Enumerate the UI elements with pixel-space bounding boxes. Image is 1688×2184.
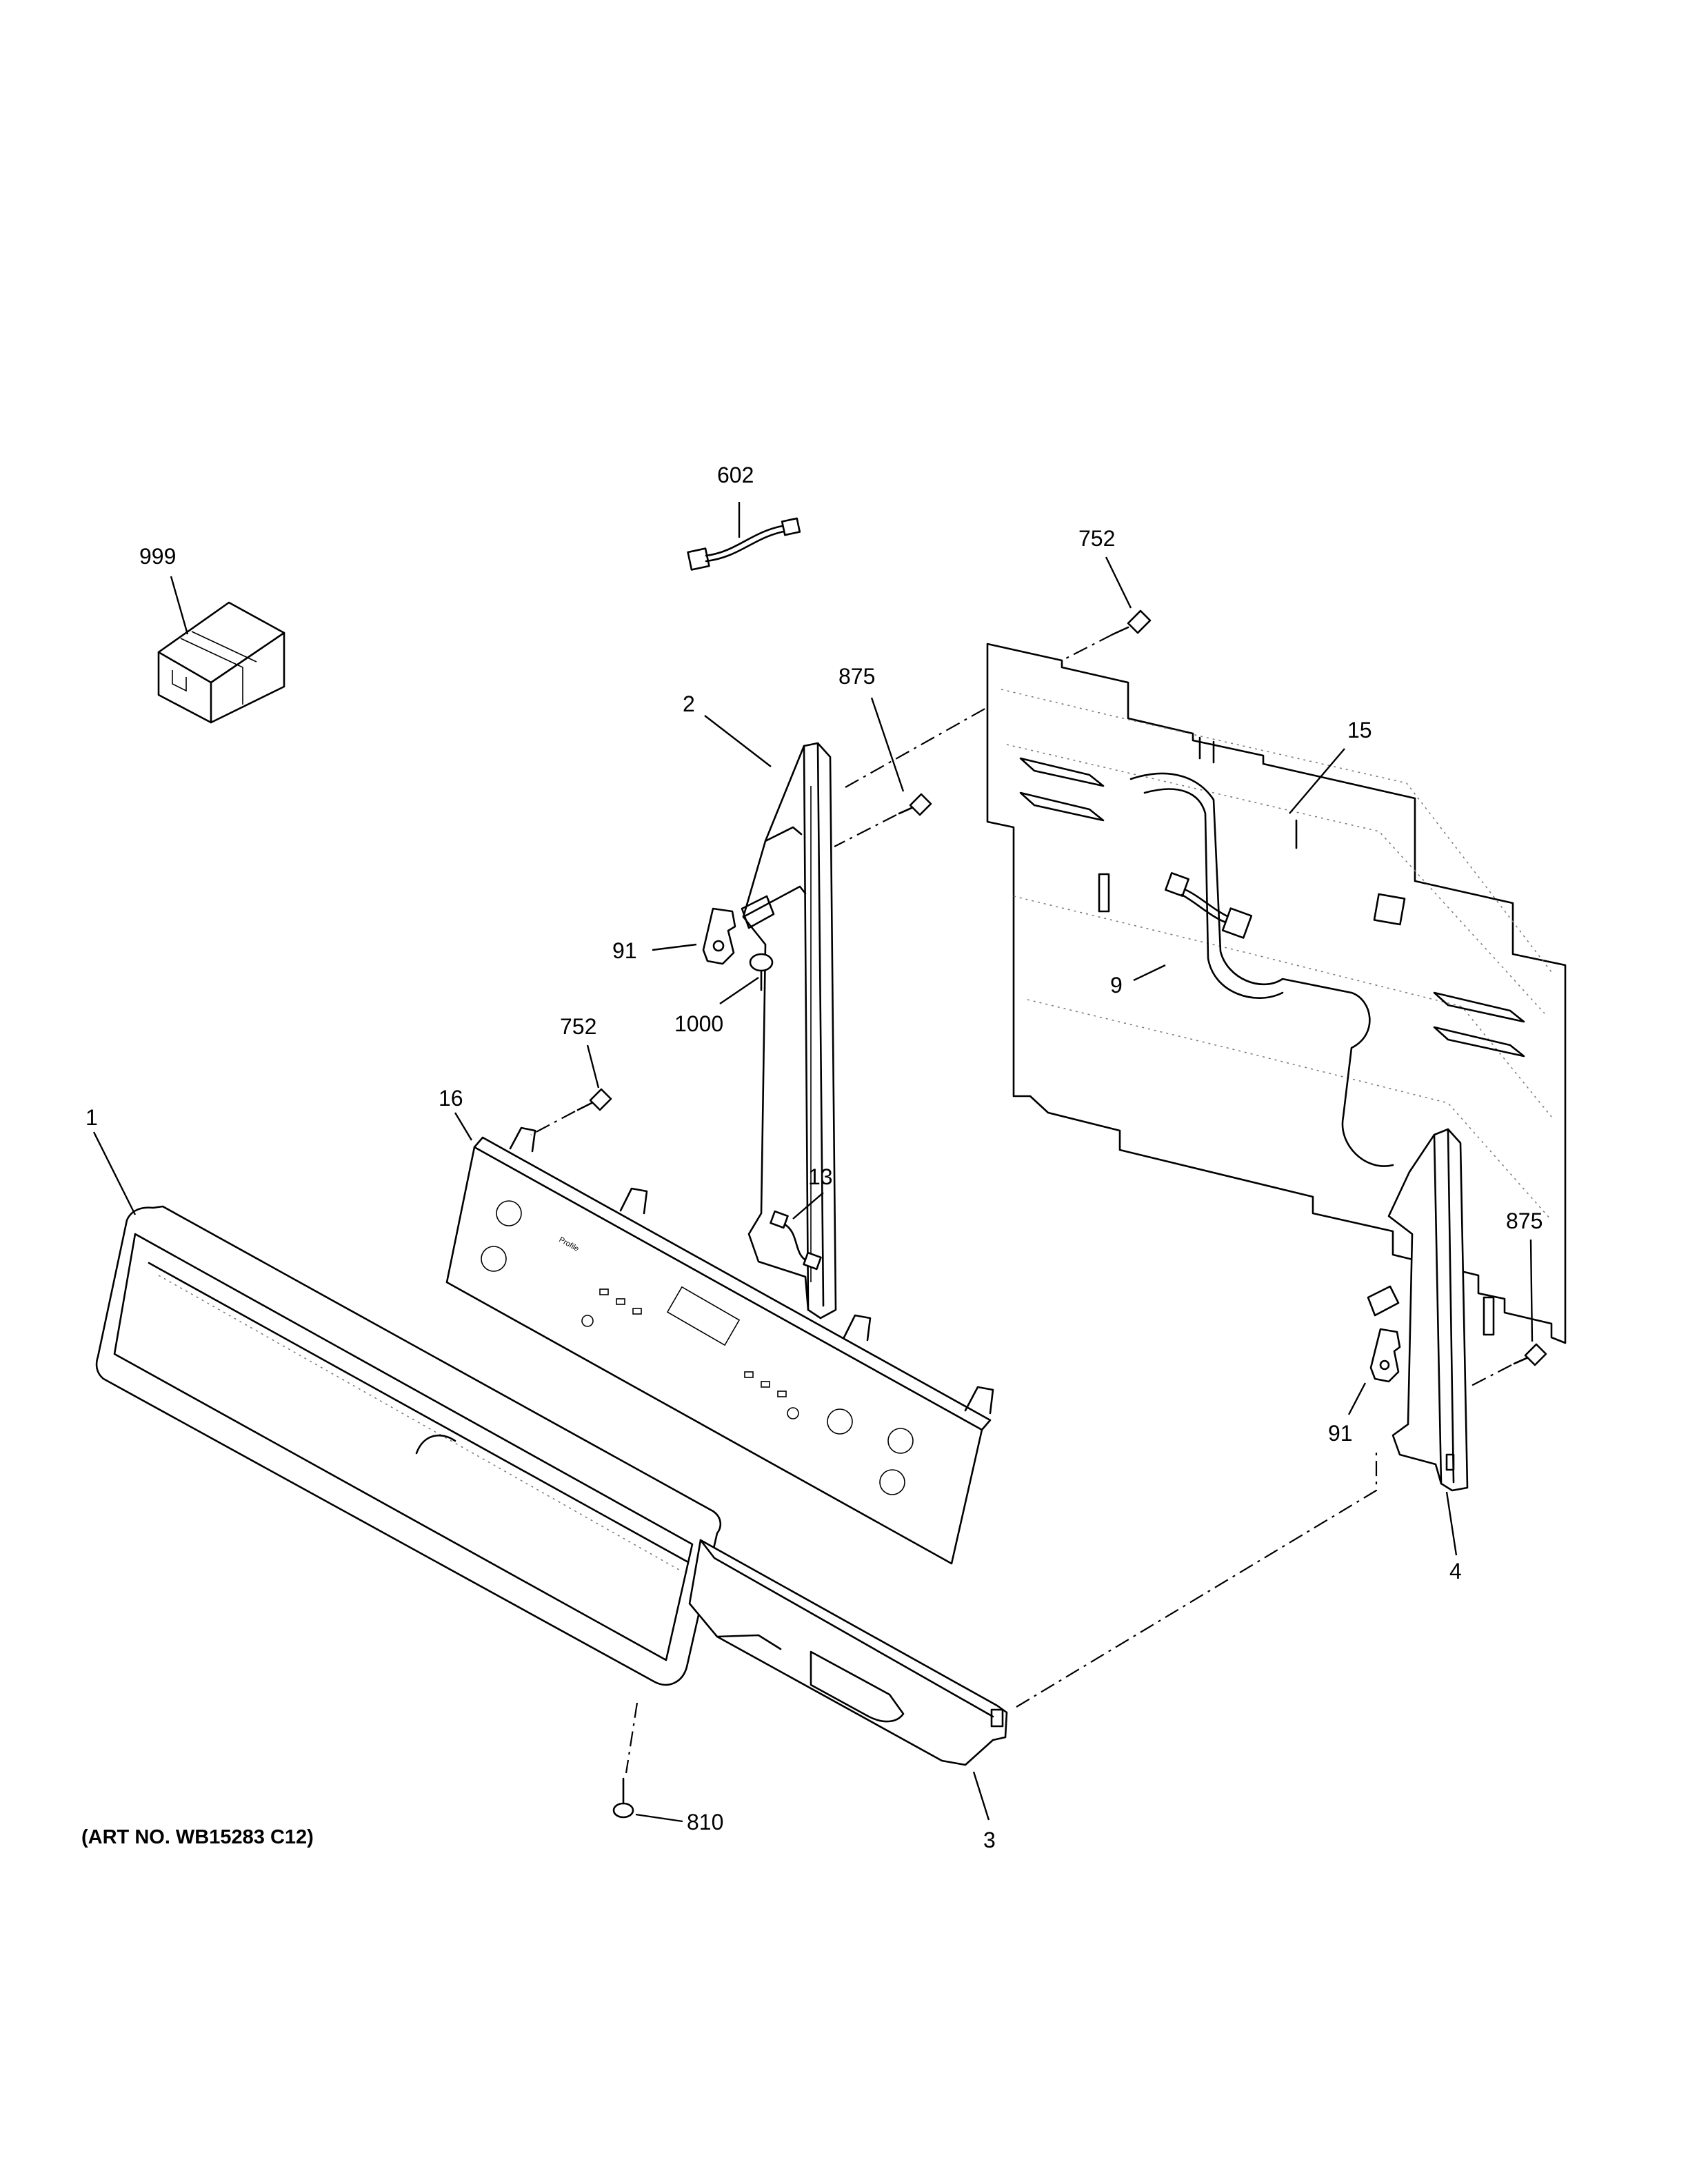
part-752-upper-screw [1061,609,1152,661]
callout-labels: 999 602 752 875 2 15 91 1000 9 752 16 1 … [86,463,1543,1852]
callout-4: 4 [1449,1559,1462,1584]
callout-91-upper: 91 [612,938,637,963]
callout-1: 1 [86,1105,98,1130]
callout-91-lower: 91 [1328,1421,1353,1446]
callout-15: 15 [1347,718,1372,742]
callout-752-upper: 752 [1078,526,1115,551]
callout-13: 13 [808,1164,833,1189]
part-875-upper-screw [834,793,932,847]
part-15-rear-panel [986,643,1567,1344]
alignment-dash-3-4 [1016,1448,1378,1708]
callout-752-lower: 752 [560,1014,596,1039]
art-number: (ART NO. WB15283 C12) [81,1826,314,1848]
part-602-harness [687,517,801,571]
callout-875-upper: 875 [838,664,875,689]
part-13-harness [770,1210,822,1271]
part-752-lower-screw [530,1088,612,1135]
callout-999: 999 [139,544,176,569]
part-999-box [157,601,285,724]
callout-3: 3 [983,1828,996,1852]
part-1000-screw [749,953,774,991]
part-91-upper-clip [702,907,736,965]
callout-1000: 1000 [674,1011,723,1036]
callout-810: 810 [687,1810,723,1834]
part-810-screw [612,1702,639,1819]
part-4-right-bracket [1367,1128,1469,1492]
part-1-front-trim [95,1205,722,1686]
callout-2: 2 [683,691,695,716]
leader-lines [92,502,1534,1823]
callout-9: 9 [1110,973,1123,998]
part-3-lower-rail [688,1539,1008,1766]
alignment-dash-2-15 [845,707,988,788]
part-91-lower-clip [1369,1328,1401,1383]
part-9-connector [1165,872,1253,939]
callout-602: 602 [717,463,754,487]
part-16-control-board: Profile [445,1126,994,1565]
part-875-lower-screw [1468,1343,1547,1388]
callout-875-lower: 875 [1506,1209,1543,1233]
callout-16: 16 [439,1086,463,1111]
part-2-left-bracket [741,742,837,1320]
